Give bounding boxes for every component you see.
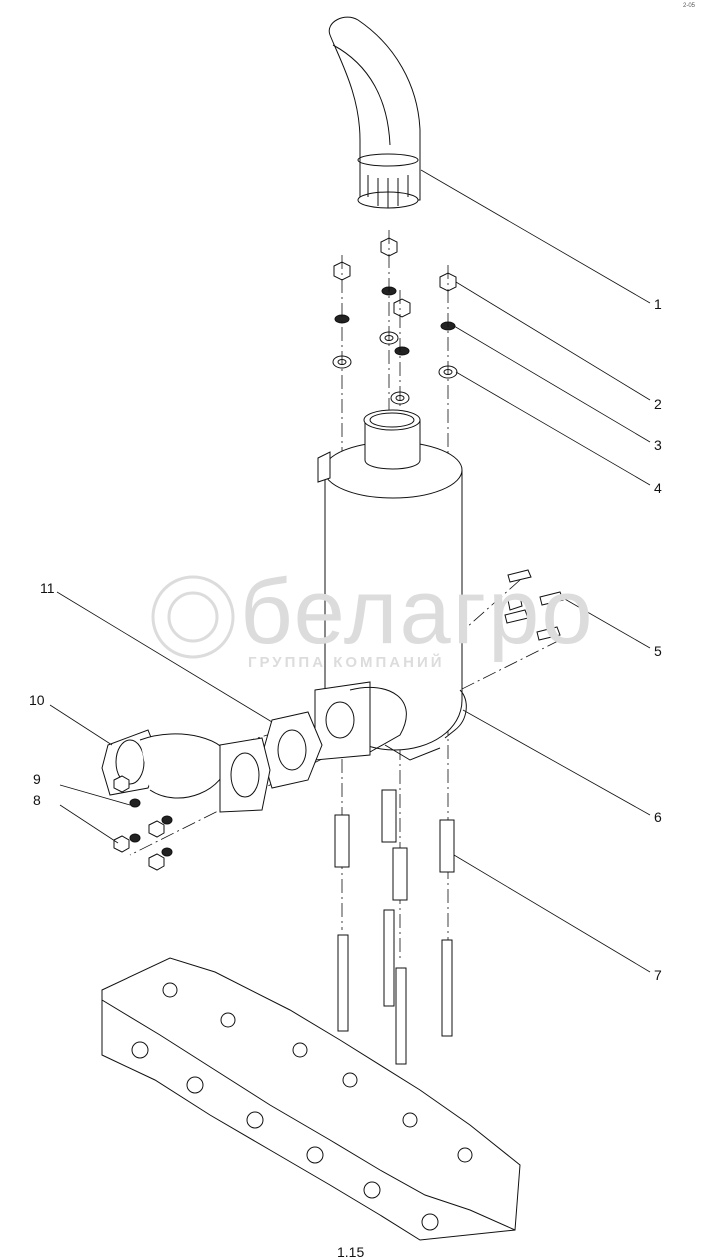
callout-1: 1 bbox=[654, 296, 662, 312]
callout-5: 5 bbox=[654, 643, 662, 659]
flange-bolts bbox=[504, 569, 564, 641]
mounting-studs bbox=[334, 789, 455, 1065]
exhaust-gasket bbox=[261, 711, 323, 789]
watermark-brand: белагро bbox=[240, 561, 595, 663]
corner-mark: 2-05 bbox=[683, 3, 696, 9]
cylinder-head bbox=[101, 957, 521, 1241]
callout-8: 8 bbox=[33, 792, 41, 808]
exhaust-manifold-elbow bbox=[101, 729, 271, 813]
watermark-subtitle: ГРУППА КОМПАНИЙ bbox=[248, 654, 445, 671]
callout-2: 2 bbox=[654, 396, 662, 412]
callout-3: 3 bbox=[654, 437, 662, 453]
watermark-logo bbox=[151, 575, 235, 659]
muffler-body bbox=[314, 409, 467, 761]
manifold-nuts bbox=[113, 775, 173, 871]
page-mark: 1.15 bbox=[337, 1244, 365, 1260]
callout-7: 7 bbox=[654, 967, 662, 983]
callout-6: 6 bbox=[654, 809, 662, 825]
callout-9: 9 bbox=[33, 771, 41, 787]
callout-4: 4 bbox=[654, 480, 662, 496]
exhaust-elbow-pipe bbox=[328, 16, 421, 209]
callout-11: 11 bbox=[40, 580, 55, 596]
hardware-stack-right-inner bbox=[390, 298, 411, 405]
callout-10: 10 bbox=[29, 692, 45, 708]
leader-lines bbox=[49, 169, 651, 973]
